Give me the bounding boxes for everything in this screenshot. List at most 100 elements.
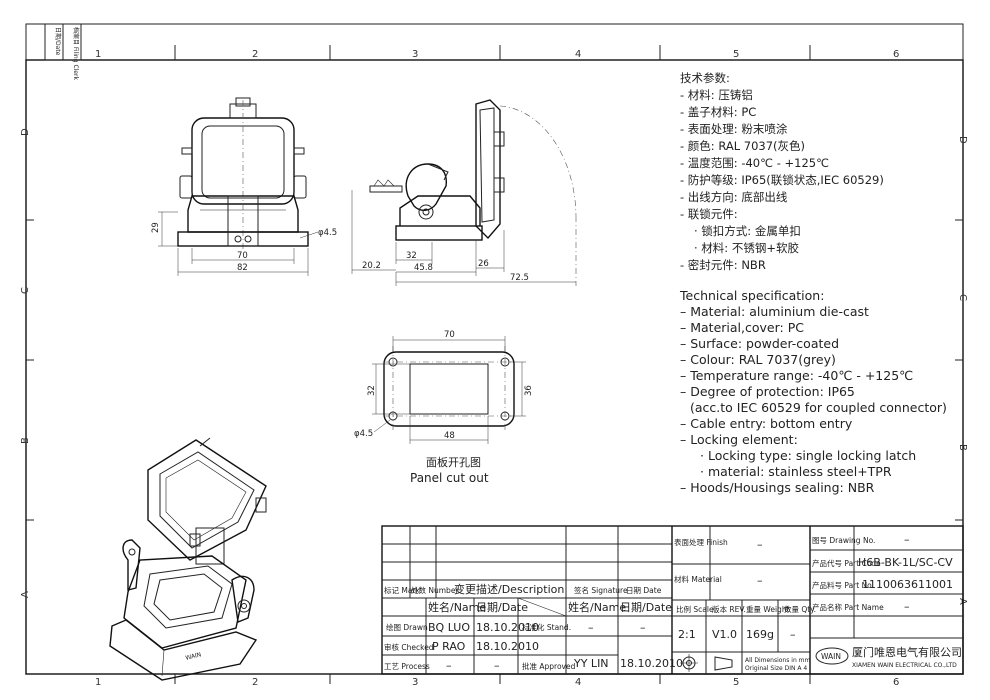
spec-en-line-2: – Material,cover: PC: [680, 320, 804, 335]
company-logo-icon: WAIN: [815, 647, 849, 665]
dim-panel-48: 48: [444, 431, 455, 441]
zone-markers-bottom: 1 2 3 4 5 6: [95, 674, 899, 688]
spec-cn-line-8: - 联锁元件:: [680, 207, 738, 221]
tb-checked-date: 18.10.2010: [476, 640, 539, 653]
zone-col-2: 2: [252, 49, 258, 60]
spec-en-line-6: – Degree of protection: IP65: [680, 384, 855, 399]
filing-box: 日期/Date 档案目 Filing Clerk: [44, 23, 82, 80]
zone-col-1-bottom: 1: [95, 677, 101, 688]
tb-stand-date: –: [640, 621, 646, 634]
tb-part-name-label: 产品名称 Part Name: [812, 602, 884, 612]
tb-checked-label: 审核 Checked: [384, 642, 434, 652]
tb-drawn-date: 18.10.2010: [476, 621, 539, 634]
tb-stand-label: 标准化 Stand.: [522, 622, 571, 632]
tb-name-date-2: 姓名/Name: [568, 600, 626, 614]
tb-approved-date: 18.10.2010: [620, 657, 683, 670]
tb-process-label: 工艺 Process: [384, 662, 430, 671]
tb-part-no-value: 1110063611001: [862, 578, 953, 591]
tb-description-label: 变更描述/Description: [454, 582, 564, 596]
tb-rev-label: 版本 REV.: [712, 604, 746, 614]
tb-scale-value: 2:1: [678, 628, 696, 641]
zone-row-c: C: [20, 287, 31, 294]
dim-panel-hole: φ4.5: [354, 429, 373, 439]
company-logo-text: WAIN: [821, 652, 841, 661]
spec-cn-line-6: - 防护等级: IP65(联锁状态,IEC 60529): [680, 173, 884, 187]
tb-signature-label: 签名 Signature: [574, 585, 628, 595]
tb-name-date-1: 姓名/Name: [428, 600, 486, 614]
spec-en-heading: Technical specification:: [679, 288, 824, 303]
side-view: 32 20.2 45.8 26 72.5: [351, 99, 577, 286]
tb-part-code-value: H6B-BK-1L/SC-CV: [858, 556, 953, 569]
spec-cn-line-3: - 表面处理: 粉末喷涂: [680, 122, 788, 136]
spec-cn-line-1: - 材料: 压铸铝: [680, 88, 753, 102]
zone-col-6-bottom: 6: [893, 677, 899, 688]
tb-part-name-value: –: [904, 600, 910, 613]
dim-front-outer-width: 82: [237, 263, 248, 273]
tb-part-no-label: 产品料号 Part No.: [812, 580, 874, 590]
filing-date-label: 日期/Date: [54, 27, 62, 56]
spec-en-block: Technical specification: – Material: alu…: [679, 288, 947, 495]
zone-col-5: 5: [733, 49, 739, 60]
spec-cn-line-10: · 材料: 不锈钢+软胶: [694, 241, 799, 255]
tb-drawing-no-label: 图号 Drawing No.: [812, 536, 875, 545]
spec-cn-line-2: - 盖子材料: PC: [680, 105, 756, 119]
tb-finish-value: –: [757, 538, 763, 551]
tb-approved-name: YY LIN: [573, 657, 609, 670]
spec-en-line-8: – Cable entry: bottom entry: [680, 416, 853, 431]
zone-row-b-right: B: [957, 444, 968, 451]
zone-col-6: 6: [893, 49, 899, 60]
tb-dims-note-2: Original Size DIN A 4: [745, 665, 807, 672]
spec-en-line-9: – Locking element:: [680, 432, 798, 447]
tb-date-label: 日期 Date: [626, 586, 662, 595]
dim-side-45-8: 45.8: [414, 263, 433, 273]
spec-en-line-1: – Material: aluminium die-cast: [680, 304, 869, 319]
zone-col-4-bottom: 4: [575, 677, 581, 688]
tb-date-2: 日期/Date: [620, 601, 672, 614]
zone-col-3: 3: [412, 49, 418, 60]
zone-col-4: 4: [575, 49, 581, 60]
dim-front-height: 29: [151, 222, 161, 233]
spec-cn-line-11: - 密封元件: NBR: [680, 258, 766, 272]
spec-en-line-4: – Colour: RAL 7037(grey): [680, 352, 836, 367]
zone-col-1: 1: [95, 49, 101, 60]
tb-qty-label: 数量 Qty.: [784, 604, 816, 614]
dim-front-hole: φ4.5: [318, 228, 337, 238]
dim-side-26: 26: [478, 259, 489, 269]
tb-stand-name: –: [588, 621, 594, 634]
tb-company-en: XIAMEN WAIN ELECTRICAL CO.,LTD: [852, 662, 957, 669]
panel-cutout-view: 70 32 36 48 φ4.5 面板开孔图 Panel cut out: [354, 330, 534, 485]
tb-number-label: 处数 Number: [411, 585, 459, 595]
tb-weight-value: 169g: [746, 628, 774, 641]
tb-drawing-no-value: –: [904, 533, 910, 546]
tb-checked-name: P RAO: [432, 640, 466, 653]
tb-company-cn: 厦门唯恩电气有限公司: [852, 645, 962, 659]
dim-panel-70: 70: [444, 330, 455, 340]
spec-en-line-3: – Surface: powder-coated: [680, 336, 839, 351]
tb-date-1: 日期/Date: [476, 601, 528, 614]
title-block: 标记 Mark 处数 Number 变更描述/Description 签名 Si…: [381, 525, 964, 675]
zone-row-c-right: C: [957, 294, 968, 301]
tb-process-date: –: [494, 659, 500, 672]
zone-markers-top: 1 2 3 4 5 6: [95, 45, 899, 60]
zone-col-5-bottom: 5: [733, 677, 739, 688]
tb-scale-label: 比例 Scale: [676, 604, 714, 614]
spec-cn-line-4: - 颜色: RAL 7037(灰色): [680, 139, 805, 153]
panel-cutout-title-cn: 面板开孔图: [426, 455, 481, 469]
spec-en-line-10: · Locking type: single locking latch: [700, 448, 916, 463]
zone-row-d: D: [20, 128, 31, 136]
spec-en-line-5: – Temperature range: -40℃ - +125℃: [680, 368, 913, 383]
zone-row-d-right: D: [957, 136, 968, 144]
dim-panel-36: 36: [524, 385, 534, 396]
tb-finish-label: 表面处理 Finish: [674, 537, 728, 547]
spec-cn-block: 技术参数: - 材料: 压铸铝 - 盖子材料: PC - 表面处理: 粉末喷涂 …: [680, 71, 884, 272]
spec-en-line-11: · material: stainless steel+TPR: [700, 464, 892, 479]
tb-drawn-label: 绘图 Drawn: [386, 622, 428, 632]
dim-side-72-5: 72.5: [510, 273, 529, 283]
spec-cn-line-9: · 锁扣方式: 金属单扣: [694, 224, 801, 238]
spec-cn-heading: 技术参数:: [680, 71, 730, 85]
tb-rev-value: V1.0: [712, 628, 737, 641]
iso-logo-mark: WAIN: [185, 651, 202, 662]
tb-material-value: –: [757, 574, 763, 587]
dim-panel-32: 32: [367, 385, 377, 396]
